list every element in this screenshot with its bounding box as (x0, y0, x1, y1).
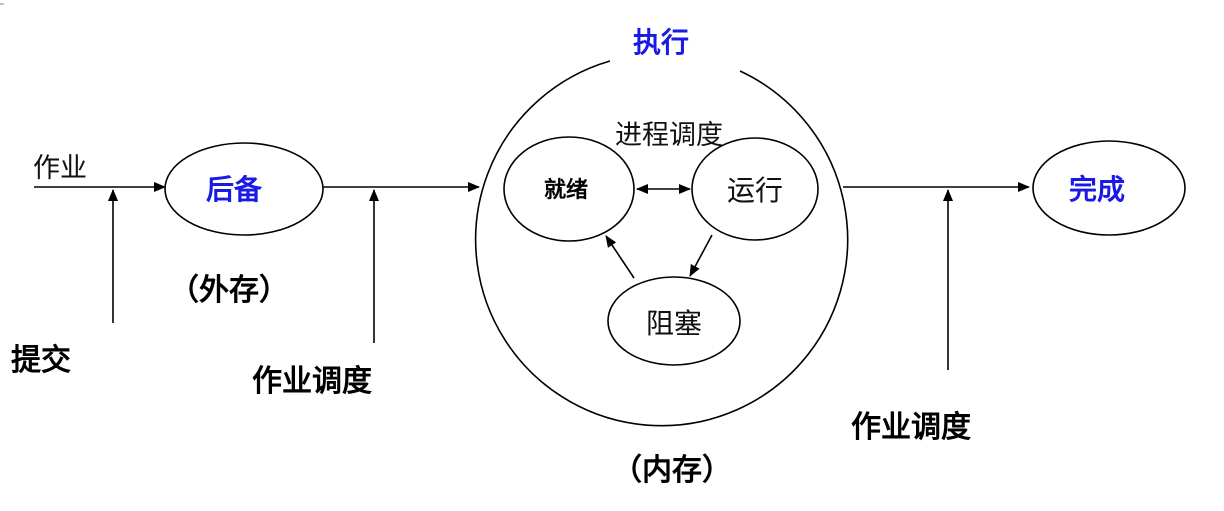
external-storage-label: （外存） (169, 273, 289, 308)
job-input-label: 作业 (33, 153, 87, 184)
done-node (1032, 140, 1186, 236)
blocked-label: 阻塞 (646, 307, 702, 340)
running-node (691, 137, 819, 241)
internal-storage-label: （内存） (612, 453, 732, 488)
memory-boundary (474, 60, 849, 427)
running-to-blocked-arrow (689, 234, 713, 277)
backup-node (164, 142, 324, 236)
ready-node (503, 136, 635, 242)
running-label: 运行 (727, 174, 783, 207)
backup-label: 后备 (206, 173, 263, 206)
blocked-to-ready-arrow (605, 235, 635, 279)
execute-label: 执行 (633, 26, 689, 59)
ready-label: 就绪 (544, 177, 588, 203)
process-scheduling-label: 进程调度 (615, 120, 723, 151)
job-scheduling-label-2: 作业调度 (851, 410, 971, 445)
submit-label: 提交 (11, 343, 71, 378)
blocked-node (607, 276, 741, 366)
done-label: 完成 (1069, 173, 1125, 206)
job-scheduling-label-1: 作业调度 (252, 364, 372, 399)
